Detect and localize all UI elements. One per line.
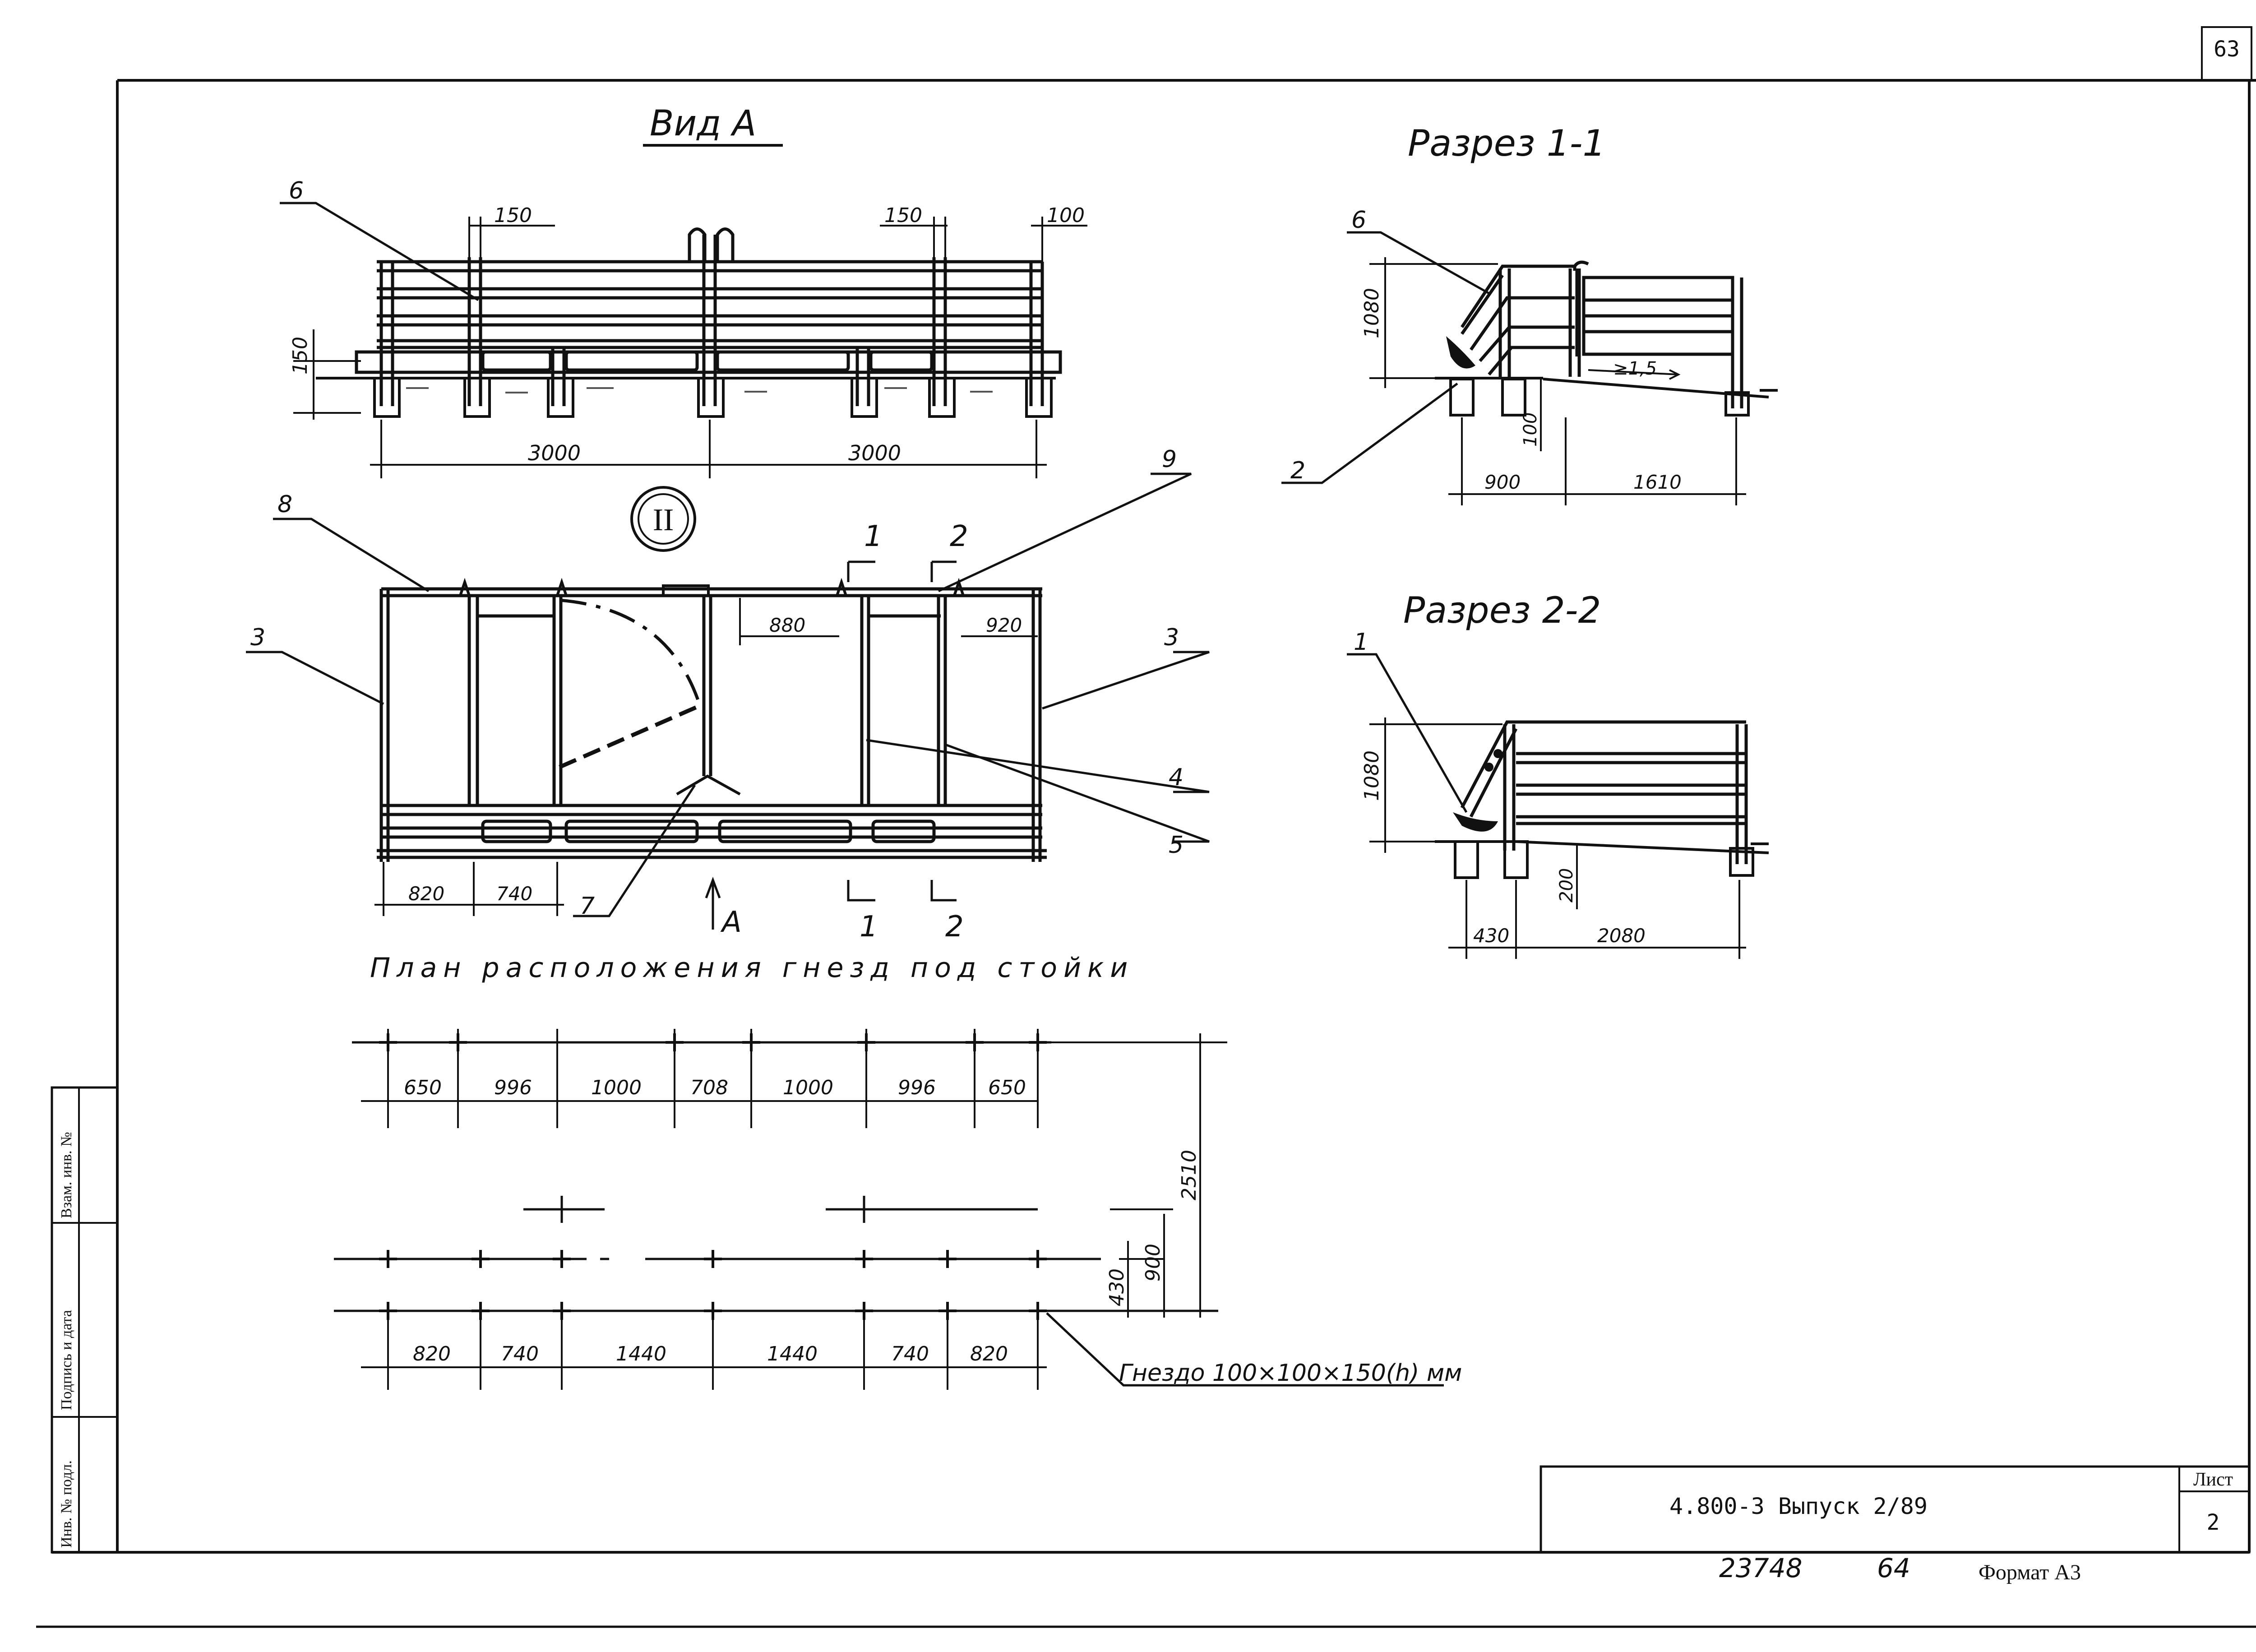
section-2-2-dim-430: 430: [1473, 925, 1509, 947]
socket-dim-900: 900: [1142, 1244, 1165, 1282]
socket-dim-top-996-left: 996: [494, 1076, 532, 1099]
section-2-2-dim-height: 1080: [1360, 750, 1383, 801]
sheet-label: Лист: [2193, 1469, 2233, 1490]
socket-dim-bottom-740-right: 740: [891, 1342, 929, 1365]
view-a-dim-3000-right: 3000: [848, 441, 901, 465]
section-2-2-leader-1: 1: [1354, 629, 1368, 656]
socket-dim-2510: 2510: [1178, 1150, 1201, 1200]
socket-plan-title: План расположения гнезд под стойки: [370, 952, 1134, 984]
section-2-2-dim-depth: 200: [1556, 868, 1577, 902]
section-2-2-title: Разрез 2-2: [1403, 589, 1601, 631]
section-1-1-dim-900: 900: [1484, 471, 1521, 493]
view-a-title: Вид А: [650, 103, 756, 144]
plan-leader-5: 5: [1169, 832, 1183, 859]
stamp-cell-replace-inv: Взам. инв. №: [58, 1132, 75, 1218]
view-a-dim-100: 100: [1047, 204, 1085, 227]
sheet-number: 2: [2207, 1510, 2220, 1535]
section-1-1: Разрез 1-1 ≥1,5: [1281, 122, 1778, 505]
view-a-dim-150-right: 150: [884, 204, 922, 227]
drawing-designation: 4.800-3 Выпуск 2/89: [1669, 1493, 1928, 1519]
view-a-dim-3000-left: 3000: [528, 441, 581, 465]
socket-plan: План расположения гнезд под стойки 650 9…: [334, 952, 1462, 1390]
plan-view-arrow: А: [720, 906, 742, 939]
socket-dim-top-650-right: 650: [988, 1076, 1026, 1099]
plan-cut-2-bottom: 2: [945, 910, 964, 944]
socket-dim-top-1000-right: 1000: [783, 1076, 833, 1099]
section-1-1-dim-height: 1080: [1360, 288, 1383, 338]
plan-cut-1-bottom: 1: [860, 910, 878, 944]
socket-dim-top-1000-left: 1000: [591, 1076, 642, 1099]
section-2-2: Разрез 2-2 1080: [1347, 589, 1769, 959]
copy-number: 64: [1877, 1553, 1910, 1583]
inventory-number: 23748: [1719, 1553, 1803, 1583]
plan: II: [246, 446, 1210, 944]
side-stamp: Взам. инв. № Подпись и дата Инв. № подл.: [51, 1086, 119, 1554]
plan-leader-3-left: 3: [250, 624, 265, 651]
section-1-1-leader-2: 2: [1290, 457, 1305, 484]
socket-dim-top-650-left: 650: [404, 1076, 442, 1099]
plan-dim-880: 880: [769, 614, 805, 636]
stamp-cell-original-inv: Инв. № подл.: [58, 1460, 75, 1548]
socket-dim-top-996-right: 996: [898, 1076, 936, 1099]
plan-leader-3-right: 3: [1164, 624, 1179, 651]
view-a: Вид А: [280, 103, 1087, 478]
plan-dim-820: 820: [408, 883, 444, 905]
socket-dim-430: 430: [1105, 1268, 1128, 1306]
socket-dim-bottom-740-left: 740: [501, 1342, 539, 1365]
section-1-1-dim-1610: 1610: [1633, 471, 1682, 493]
socket-dim-bottom-1440-left: 1440: [616, 1342, 666, 1365]
socket-dim-top-708: 708: [690, 1076, 728, 1099]
plan-dim-740: 740: [496, 883, 532, 905]
plan-leader-4: 4: [1169, 764, 1183, 791]
sheet-frame: [36, 79, 2256, 1628]
view-a-dim-150-left: 150: [494, 204, 532, 227]
section-1-1-dim-depth: 100: [1520, 412, 1541, 447]
section-1-1-leader-6: 6: [1351, 207, 1366, 234]
plan-marker: II: [653, 503, 674, 537]
socket-dim-bottom-820-right: 820: [970, 1342, 1008, 1365]
plan-cut-2-top: 2: [950, 520, 968, 553]
title-block: 4.800-3 Выпуск 2/89 Лист 2: [1539, 1465, 2251, 1554]
section-2-2-dim-2080: 2080: [1597, 925, 1646, 947]
socket-dim-bottom-820-left: 820: [413, 1342, 451, 1365]
view-a-dim-height: 150: [289, 337, 312, 375]
socket-dim-bottom-1440-right: 1440: [767, 1342, 818, 1365]
socket-note: Гнездо 100×100×150(h) мм: [1119, 1360, 1462, 1387]
view-a-posts: [379, 235, 1044, 406]
stamp-cell-signature: Подпись и дата: [58, 1310, 75, 1410]
plan-dim-920: 920: [986, 614, 1022, 636]
page-number: 63: [2214, 37, 2240, 62]
plan-leader-9: 9: [1162, 446, 1177, 473]
plan-cut-1-top: 1: [864, 520, 883, 553]
plan-leader-7: 7: [580, 893, 595, 920]
plan-leader-8: 8: [277, 491, 292, 518]
section-1-1-title: Разрез 1-1: [1408, 122, 1605, 164]
page-number-box: [2201, 26, 2252, 81]
view-a-leader-6: 6: [289, 177, 304, 204]
sheet-format: Формат А3: [1979, 1560, 2081, 1584]
section-1-1-slope: ≥1,5: [1613, 358, 1657, 379]
